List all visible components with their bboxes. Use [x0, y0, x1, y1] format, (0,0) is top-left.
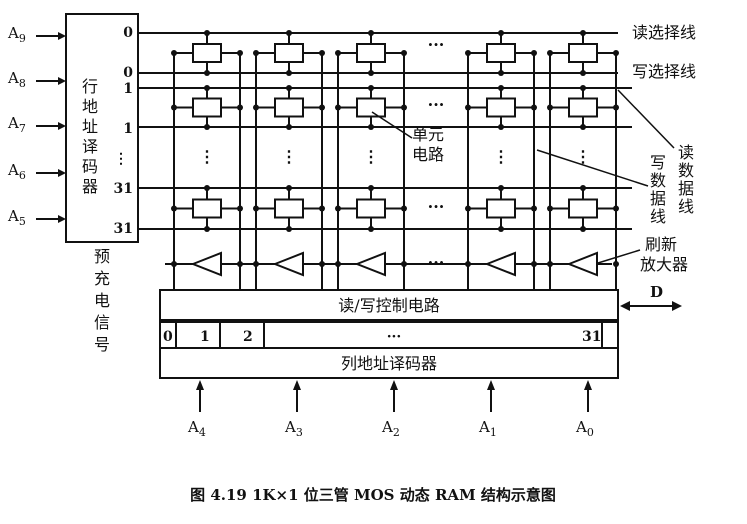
- svg-text:2: 2: [243, 329, 253, 345]
- svg-text:0: 0: [123, 25, 133, 41]
- svg-text:31: 31: [114, 181, 133, 197]
- svg-text:据: 据: [650, 189, 666, 208]
- svg-text:⋮: ⋮: [114, 151, 128, 167]
- svg-text:0: 0: [123, 65, 133, 81]
- refresh-amplifier: [171, 251, 243, 277]
- svg-text:···: ···: [428, 253, 445, 272]
- svg-text:数: 数: [650, 171, 666, 190]
- memory-cell: [335, 185, 407, 232]
- data-io: D: [620, 283, 682, 311]
- refresh-amplifier: [253, 251, 325, 277]
- row-decoder-label: 行 地 址 译 码 器: [82, 77, 98, 196]
- svg-text:31: 31: [582, 329, 601, 345]
- array-ellipses: ··· ··· ··· ··· ⋮ ⋮ ⋮ ⋮ ⋮: [199, 35, 591, 272]
- memory-cell: [547, 30, 619, 76]
- svg-text:行: 行: [82, 77, 98, 96]
- svg-text:址: 址: [82, 117, 98, 136]
- memory-cell-array: [171, 30, 619, 232]
- column-address-label: A0: [575, 418, 594, 439]
- row-address-label: A8: [7, 69, 26, 90]
- svg-text:⋮: ⋮: [199, 147, 215, 166]
- column-address-inputs: A4 A3 A2 A1 A0: [187, 380, 594, 439]
- svg-text:线: 线: [650, 207, 666, 226]
- svg-text:译: 译: [82, 137, 98, 156]
- refresh-amplifier: [335, 251, 407, 277]
- memory-cell: [171, 85, 243, 130]
- row-address-inputs: A9 A8 A7 A6 A5: [7, 24, 66, 228]
- svg-text:据: 据: [678, 179, 694, 198]
- svg-text:地: 地: [82, 97, 98, 116]
- svg-text:信: 信: [94, 313, 110, 332]
- write-select-line-label: 写选择线: [632, 62, 696, 81]
- row-decoder-box: [65, 13, 139, 243]
- svg-text:⋮: ⋮: [363, 147, 379, 166]
- row-address-label: A9: [7, 24, 26, 45]
- figure-caption: 图 4.19 1K×1 位三管 MOS 动态 RAM 结构示意图: [190, 486, 556, 504]
- memory-cell: [253, 85, 325, 130]
- svg-text:···: ···: [428, 197, 445, 216]
- svg-text:电路: 电路: [412, 145, 444, 164]
- precharge-signal-label: 预 充 电 信 号: [94, 247, 110, 354]
- row-decoder-outputs: 0 0 1 1 ⋮ 31 31: [114, 25, 134, 237]
- data-io-label: D: [650, 283, 663, 301]
- refresh-amplifier: [465, 251, 537, 277]
- svg-text:写: 写: [650, 153, 666, 172]
- row-address-label: A6: [7, 161, 26, 182]
- svg-text:线: 线: [678, 197, 694, 216]
- memory-cell: [171, 30, 243, 76]
- memory-cell: [253, 185, 325, 232]
- svg-text:···: ···: [428, 35, 445, 54]
- svg-text:···: ···: [428, 95, 445, 114]
- read-write-control-box: [159, 289, 619, 321]
- column-lines: [173, 55, 617, 290]
- refresh-amplifier-label: 刷新 放大器: [640, 235, 688, 274]
- memory-cell: [465, 85, 537, 130]
- svg-text:⋮: ⋮: [281, 147, 297, 166]
- svg-text:31: 31: [114, 221, 133, 237]
- cell-circuit-label: 单元 电路: [412, 125, 444, 164]
- svg-text:电: 电: [94, 291, 110, 310]
- memory-cell: [253, 30, 325, 76]
- svg-text:刷新: 刷新: [645, 235, 677, 254]
- svg-text:放大器: 放大器: [640, 255, 688, 274]
- read-data-line-label: 读 数 据 线: [678, 143, 694, 216]
- svg-text:码: 码: [82, 157, 98, 176]
- memory-cell: [465, 185, 537, 232]
- column-address-label: A3: [284, 418, 303, 439]
- read-write-control-label: 读/写控制电路: [338, 296, 439, 315]
- read-select-line-label: 读选择线: [632, 23, 696, 42]
- svg-text:号: 号: [94, 335, 110, 354]
- memory-cell: [335, 85, 407, 130]
- svg-text:单元: 单元: [412, 125, 444, 144]
- memory-cell: [171, 185, 243, 232]
- svg-text:预: 预: [94, 247, 110, 266]
- svg-text:1: 1: [200, 329, 210, 345]
- refresh-amplifier: [547, 251, 619, 277]
- memory-cell: [547, 85, 619, 130]
- svg-text:器: 器: [82, 177, 98, 196]
- svg-text:1: 1: [123, 121, 133, 137]
- refresh-amplifiers: [171, 251, 619, 277]
- memory-cell: [547, 185, 619, 232]
- column-decoder-label: 列地址译码器: [341, 354, 437, 373]
- svg-text:1: 1: [123, 81, 133, 97]
- column-decoder-box: [159, 347, 619, 379]
- memory-cell: [335, 30, 407, 76]
- svg-text:充: 充: [94, 269, 110, 288]
- column-output-bar: 0 1 2 ··· 31: [159, 321, 619, 349]
- row-address-label: A7: [7, 114, 26, 135]
- column-address-label: A1: [478, 418, 497, 439]
- column-address-label: A4: [187, 418, 206, 439]
- column-address-label: A2: [381, 418, 400, 439]
- svg-text:读: 读: [678, 143, 694, 162]
- svg-text:⋮: ⋮: [493, 147, 509, 166]
- memory-cell: [465, 30, 537, 76]
- svg-text:⋮: ⋮: [575, 147, 591, 166]
- svg-text:···: ···: [387, 329, 402, 345]
- row-address-label: A5: [7, 207, 26, 228]
- write-data-line-label: 写 数 据 线: [650, 153, 666, 226]
- svg-text:0: 0: [163, 329, 173, 345]
- svg-text:数: 数: [678, 161, 694, 180]
